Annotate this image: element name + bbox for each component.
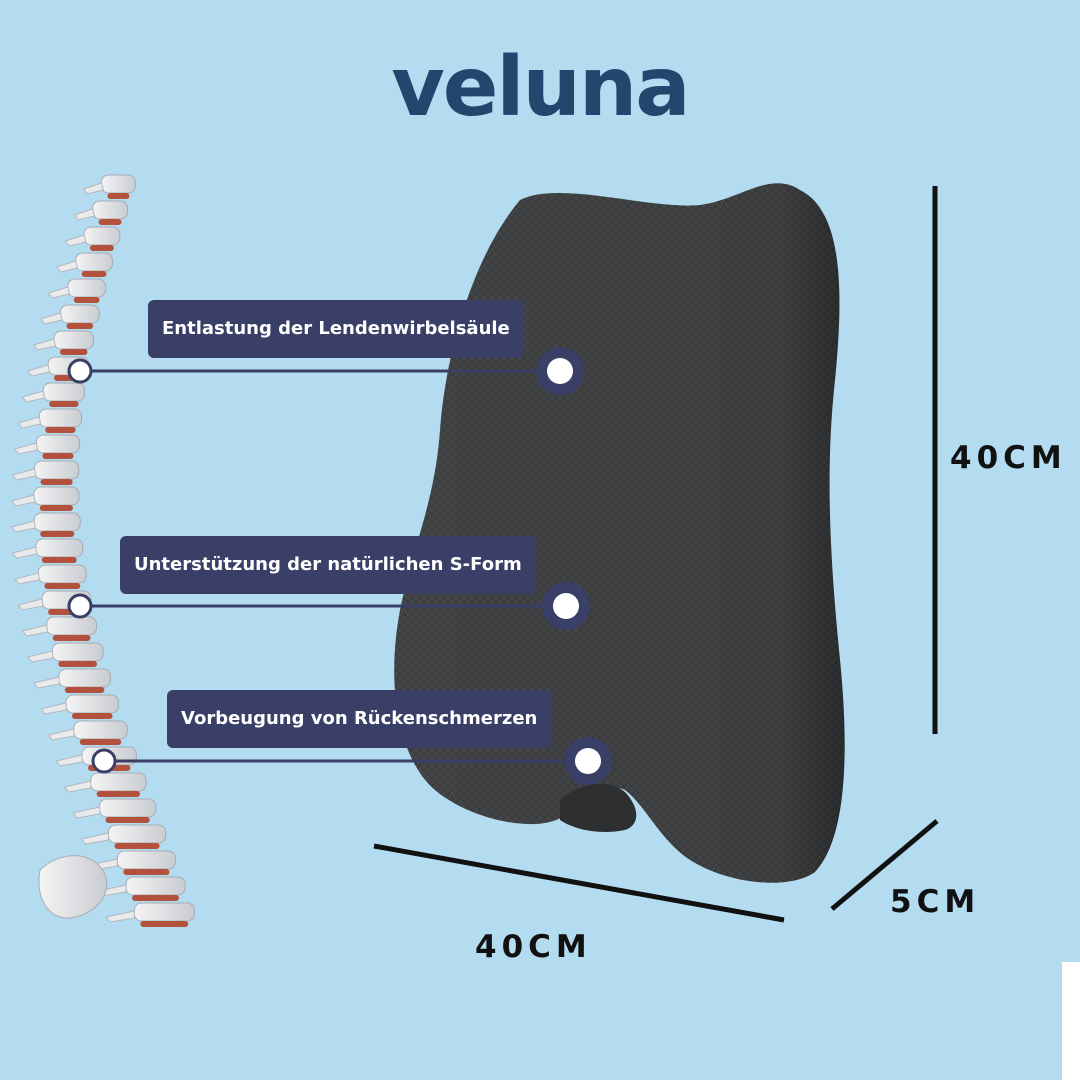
spine-point-1 — [67, 358, 93, 384]
vertebra-process — [11, 546, 38, 559]
spinal-disc — [123, 869, 170, 875]
feature-label-back-pain-prevention: Vorbeugung von Rückenschmerzen — [167, 690, 552, 748]
vertebra — [34, 460, 80, 480]
callout-connectors — [67, 347, 612, 785]
vertebra — [125, 876, 186, 896]
feature-label-lumbar-relief: Entlastung der Lendenwirbelsäule — [148, 300, 524, 358]
dimension-lines — [373, 186, 939, 923]
spinal-disc — [58, 661, 98, 667]
vertebra — [107, 824, 167, 844]
spinal-disc — [39, 505, 73, 511]
spinal-disc — [140, 921, 189, 927]
vertebra-process — [10, 520, 36, 533]
spinal-disc — [79, 739, 122, 745]
spinal-disc — [107, 193, 130, 199]
vertebra — [35, 538, 84, 558]
vertebra — [58, 668, 111, 688]
vertebra-process — [39, 312, 63, 325]
width-line — [373, 843, 785, 923]
vertebra-process — [26, 364, 51, 377]
vertebra — [35, 434, 81, 454]
lumbar-cushion-image — [394, 183, 845, 883]
vertebra — [133, 902, 195, 922]
vertebra-process — [82, 182, 105, 195]
vertebra-process — [21, 390, 46, 403]
spinal-disc — [105, 817, 150, 823]
vertebra-process — [80, 832, 110, 845]
spinal-disc — [44, 583, 81, 589]
vertebra-process — [21, 624, 49, 637]
height-dimension-label: 40CM — [950, 440, 1067, 476]
vertebra — [99, 798, 157, 818]
corner-patch — [1062, 962, 1080, 1080]
spinal-disc — [132, 895, 180, 901]
depth-dimension-label: 5CM — [890, 884, 981, 920]
vertebra — [51, 642, 104, 662]
vertebra — [116, 850, 176, 870]
vertebra — [37, 564, 87, 584]
vertebra-process — [55, 754, 83, 767]
vertebra-process — [72, 806, 101, 819]
spinal-disc — [96, 791, 140, 797]
vertebra-process — [17, 416, 42, 429]
vertebra-process — [10, 494, 36, 507]
vertebra-process — [14, 572, 40, 585]
vertebra — [67, 278, 107, 298]
vertebra-process — [33, 676, 60, 689]
vertebra-process — [105, 910, 135, 923]
spine-point-2 — [67, 593, 93, 619]
vertebra-process — [32, 338, 57, 351]
spinal-disc — [40, 531, 75, 537]
spinal-disc — [45, 427, 76, 433]
vertebra-process — [55, 260, 79, 273]
vertebra-process — [47, 286, 71, 299]
vertebra-process — [39, 702, 68, 715]
spinal-disc — [66, 323, 94, 329]
spinal-disc — [41, 557, 77, 563]
vertebra — [65, 694, 119, 714]
depth-line — [830, 819, 939, 911]
vertebra-process — [11, 468, 37, 481]
vertebra-process — [64, 234, 87, 247]
vertebra — [38, 408, 83, 428]
spinal-disc — [52, 635, 91, 641]
vertebra — [92, 200, 129, 220]
vertebra — [33, 486, 80, 506]
vertebra — [33, 512, 81, 532]
spinal-disc — [40, 479, 73, 485]
vertebra — [90, 772, 147, 792]
vertebra-process — [13, 442, 39, 455]
vertebra — [100, 174, 136, 194]
vertebra — [42, 382, 86, 402]
spine-point-3 — [91, 748, 117, 774]
vertebra — [73, 720, 128, 740]
spinal-disc — [89, 245, 114, 251]
vertebra-process — [17, 598, 44, 611]
spinal-disc — [98, 219, 122, 225]
vertebra — [60, 304, 100, 324]
spinal-disc — [59, 349, 88, 355]
vertebra — [53, 330, 94, 350]
vertebra — [75, 252, 113, 272]
vertebra-process — [27, 650, 54, 663]
vertebra-process — [63, 780, 92, 793]
spinal-disc — [64, 687, 105, 693]
vertebra-process — [47, 728, 75, 741]
spinal-disc — [71, 713, 113, 719]
brand-logo: veluna — [391, 40, 690, 135]
vertebra-process — [73, 208, 96, 221]
vertebra — [46, 616, 97, 636]
vertebra — [83, 226, 121, 246]
spinal-disc — [114, 843, 160, 849]
spinal-disc — [49, 401, 79, 407]
spinal-disc — [42, 453, 74, 459]
sacrum — [38, 855, 107, 919]
feature-label-s-shape-support: Unterstützung der natürlichen S-Form — [120, 536, 536, 594]
width-dimension-label: 40CM — [475, 929, 592, 965]
spinal-disc — [73, 297, 100, 303]
spinal-disc — [81, 271, 107, 277]
